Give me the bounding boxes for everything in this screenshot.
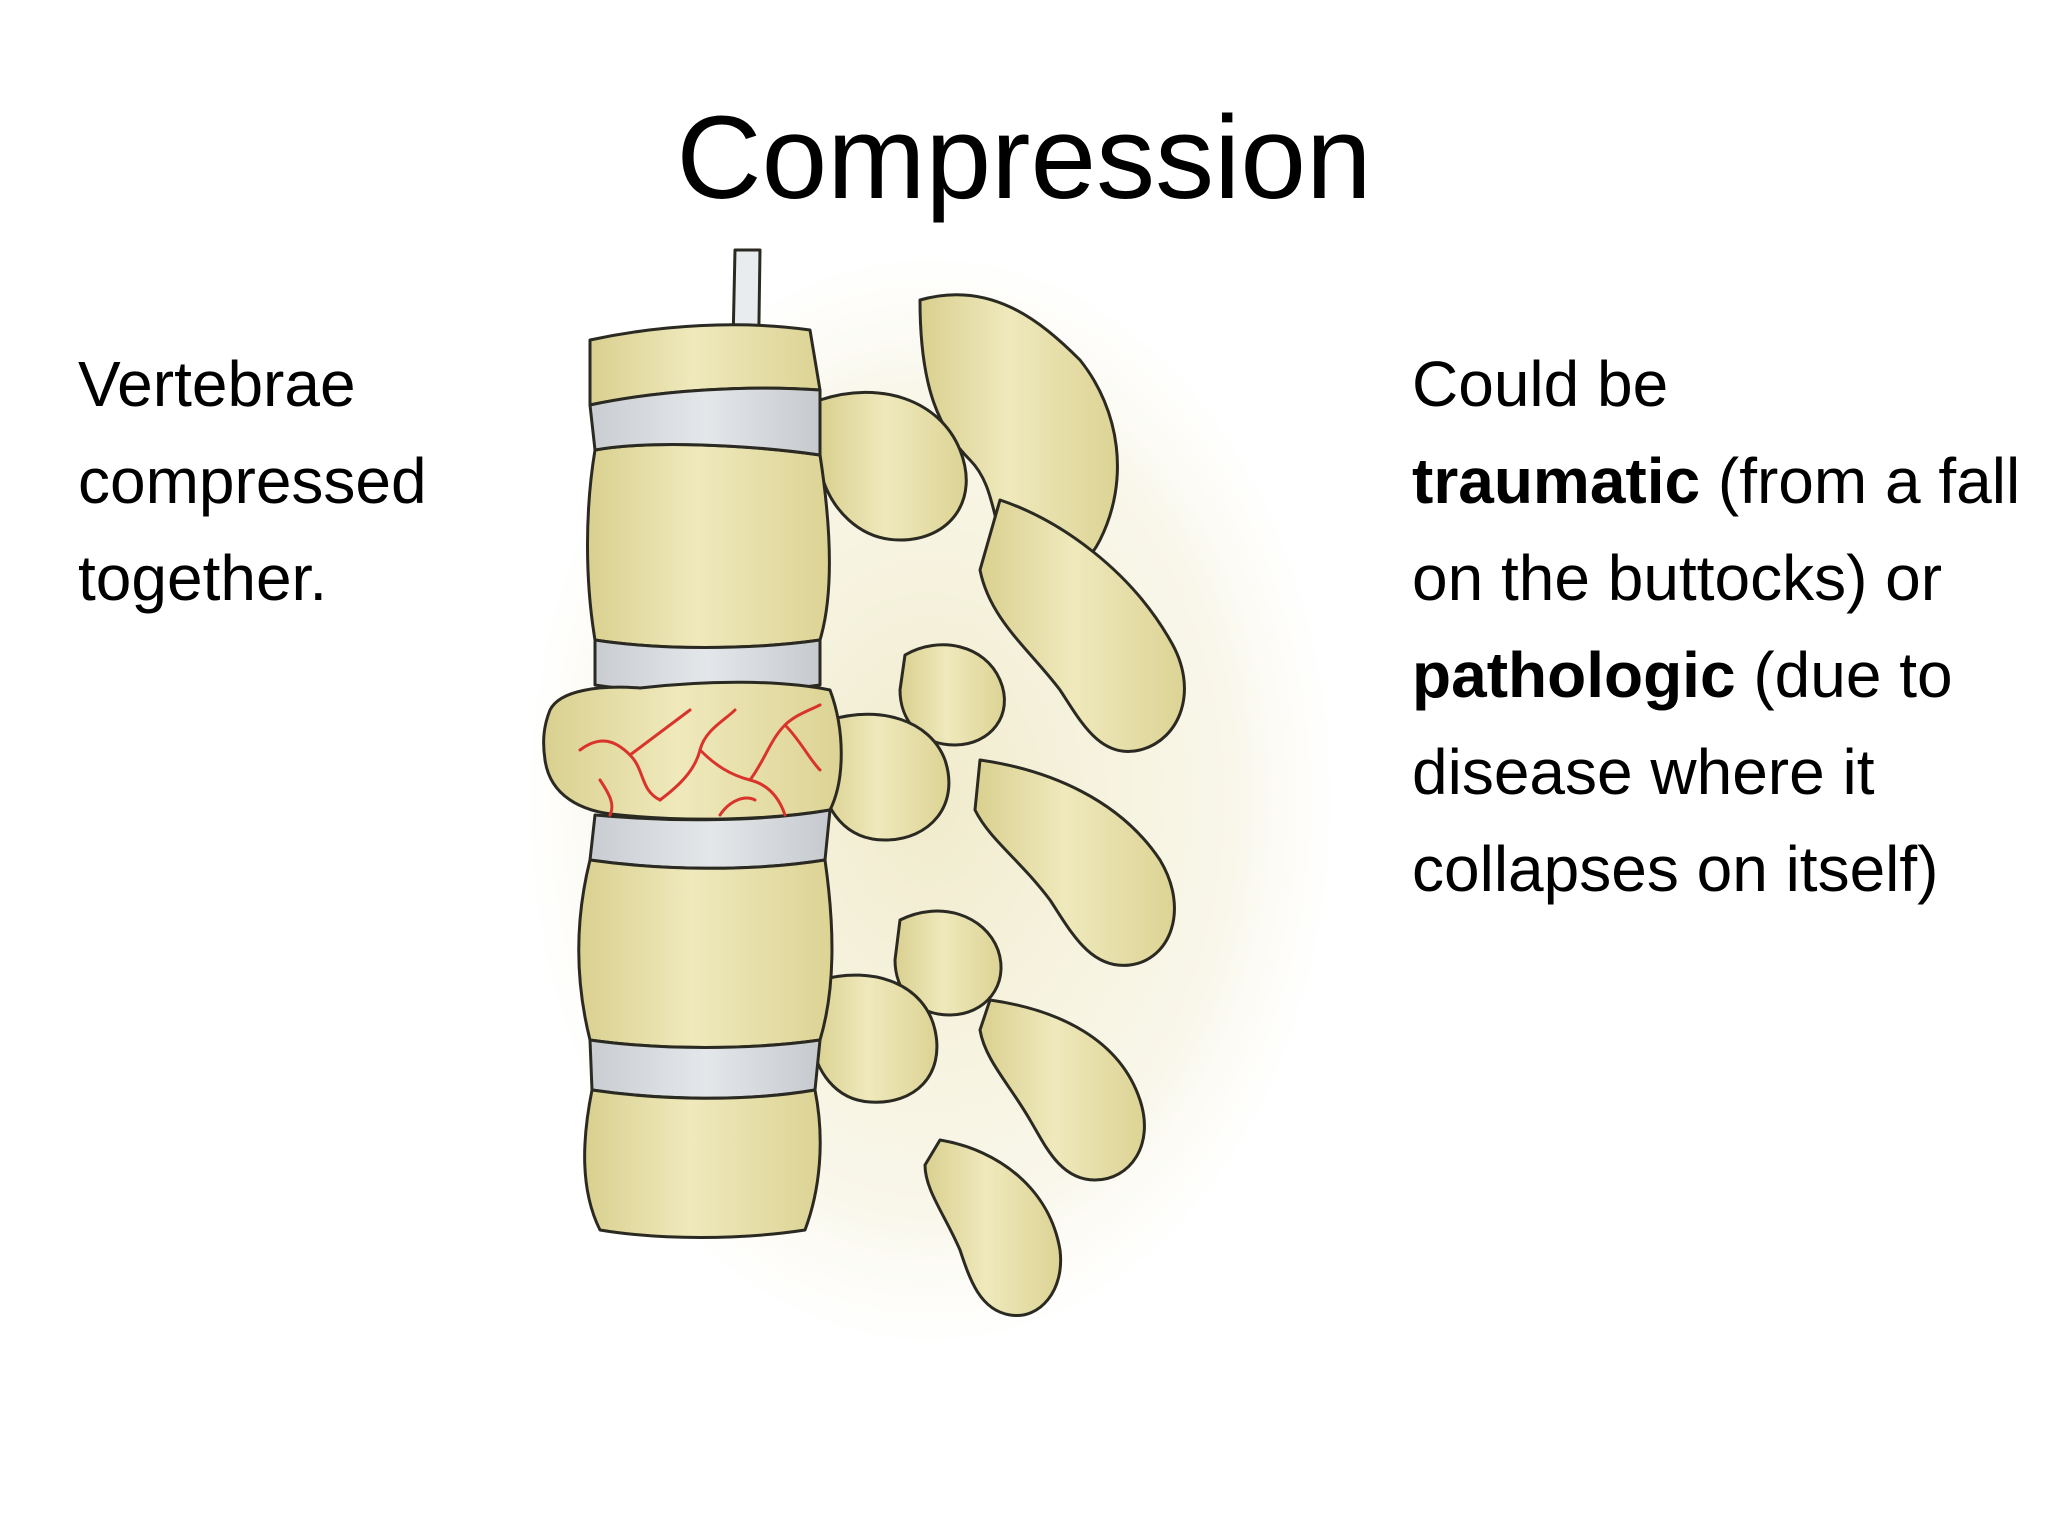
spinous-process-upper-2: [978, 498, 1186, 753]
right-intro: Could be: [1412, 348, 1669, 420]
vertebral-body-fractured: [542, 680, 843, 821]
right-description: Could be traumatic (from a fall on the bu…: [1412, 336, 2032, 918]
vertebral-body-lower: [577, 858, 834, 1049]
term-pathologic: pathologic: [1412, 639, 1736, 711]
disc-lower: [588, 1038, 822, 1100]
spinous-process-middle: [973, 758, 1176, 967]
term-traumatic: traumatic: [1412, 445, 1701, 517]
vertebral-body-bottom: [583, 1088, 822, 1239]
spinous-process-bottom: [923, 1138, 1063, 1318]
spinous-process-lower: [978, 998, 1146, 1182]
disc-middle-lower: [588, 808, 832, 870]
slide-title: Compression: [676, 92, 1372, 224]
left-description: Vertebrae compressed together.: [78, 348, 427, 614]
compressed-vertebra-illustration: [530, 248, 1330, 1340]
pedicle-middle: [818, 712, 951, 842]
fracture-lines: [578, 703, 822, 817]
disc-upper: [588, 386, 822, 457]
pathologic-detail: (due to disease where it collapses on it…: [1412, 639, 1953, 905]
traumatic-detail: (from a fall on the buttocks) or: [1412, 445, 2021, 614]
pedicle-upper: [818, 390, 968, 542]
vertebral-body-upper: [586, 443, 831, 649]
pedicle-lower: [810, 973, 939, 1104]
